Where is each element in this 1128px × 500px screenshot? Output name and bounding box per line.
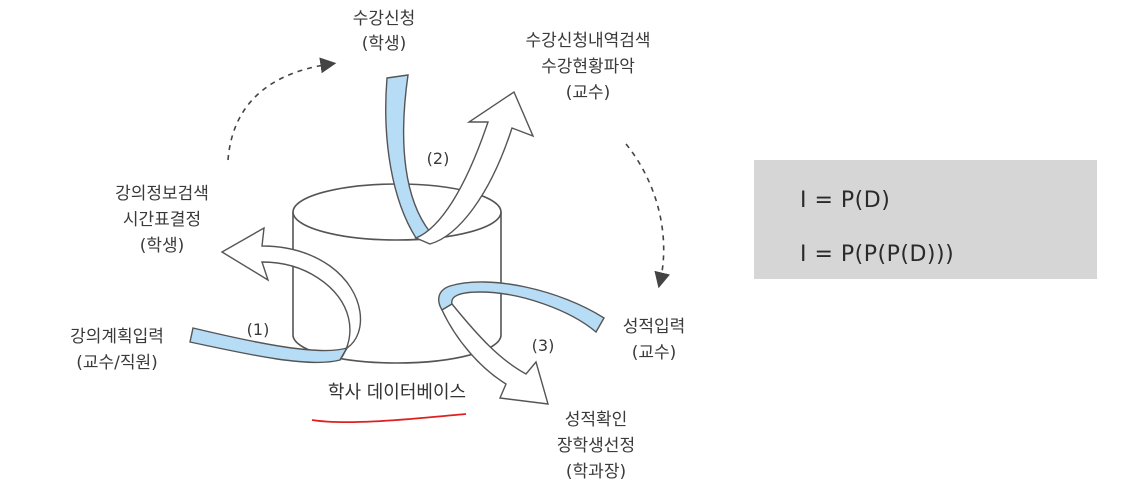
top-label-line2: (학생) [362,34,407,54]
ribbon-arrow-3 [438,281,605,405]
step-3-label: (3) [532,336,555,355]
ribbon-arrow-2 [385,74,535,245]
top-right-label-line2: 수강현황파악 [541,57,635,77]
top-right-label-line1: 수강신청내역검색 [525,31,650,51]
right-mid-label-line1: 성적입력 [623,317,686,337]
step-1-label: (1) [247,320,270,339]
top-right-label-line3: (교수) [566,83,611,103]
dashed-arrow-top-left [227,57,337,161]
step-2-label: (2) [427,149,450,168]
bottom-right-label-line3: (학과장) [566,462,626,482]
formula-line-2: I = P(P(P(D))) [800,242,955,267]
formula-box: I = P(D) I = P(P(P(D))) [754,160,1097,279]
top-label-line1: 수강신청 [353,9,416,29]
bottom-right-label-line1: 성적확인 [565,410,628,430]
left-bottom-label-line1: 강의계획입력 [70,327,164,347]
right-mid-label-line2: (교수) [632,343,677,363]
left-mid-label-line2: 시간표결정 [123,210,201,230]
dashed-arrow-right [625,143,671,289]
database-label-underline [311,413,467,424]
left-mid-label-line3: (학생) [140,236,185,256]
ribbon-arrow-1 [189,226,362,364]
left-mid-label-line1: 강의정보검색 [115,184,209,204]
database-label: 학사 데이터베이스 [328,382,466,403]
left-bottom-label-line2: (교수/직원) [76,353,158,373]
bottom-right-label-line2: 장학생선정 [557,436,635,456]
formula-line-1: I = P(D) [800,188,891,213]
